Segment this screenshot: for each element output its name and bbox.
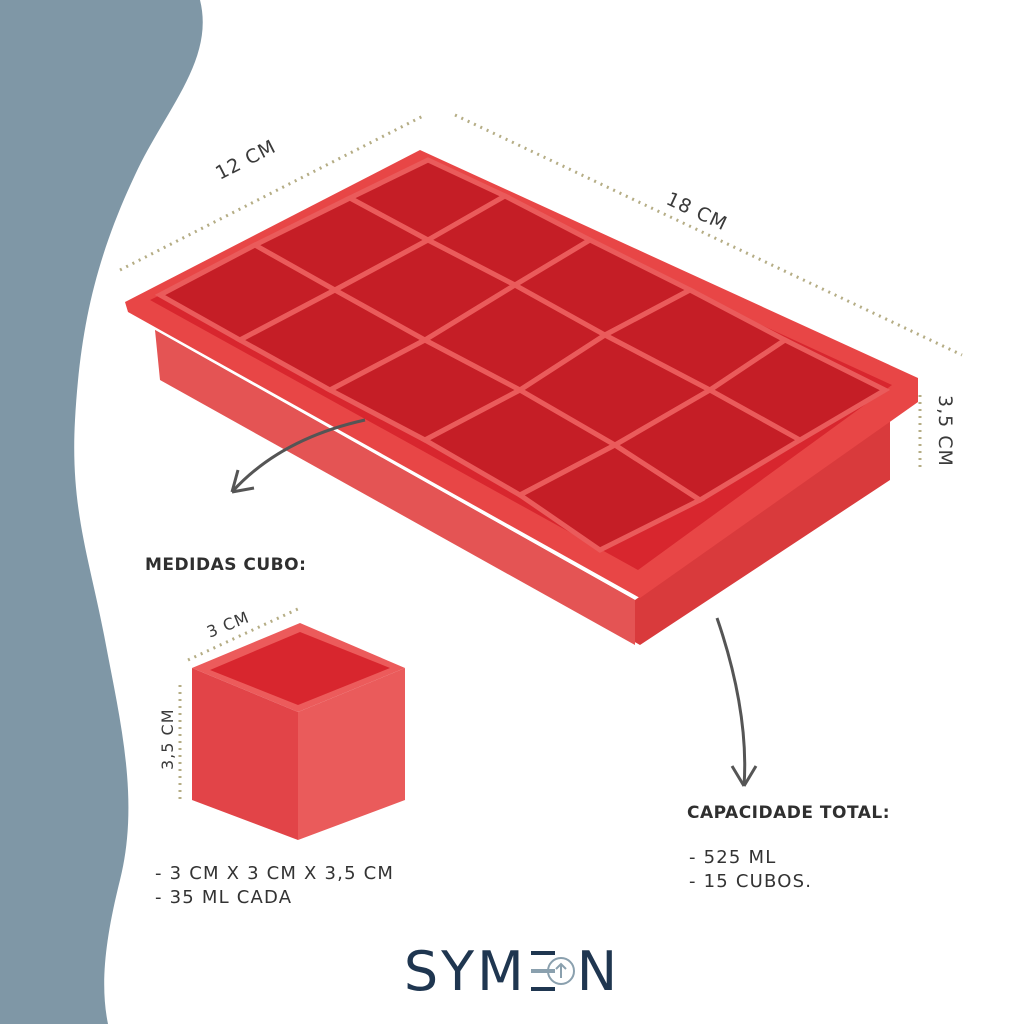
tray-height-label: 3,5 CM <box>934 395 956 467</box>
capacity-spec-line: - 525 ML <box>689 847 777 868</box>
cube-spec-line: - 3 CM X 3 CM X 3,5 CM <box>155 863 395 884</box>
cube-heading: MEDIDAS CUBO: <box>145 555 307 575</box>
capacity-heading: CAPACIDADE TOTAL: <box>687 803 891 823</box>
brand-left: SYM <box>403 939 527 1003</box>
cube-specs: - 3 CM X 3 CM X 3,5 CM - 35 ML CADA <box>155 862 394 910</box>
brand-right: N <box>576 939 621 1003</box>
brand-logo: SYM N <box>0 938 1024 1004</box>
capacity-specs: - 525 ML - 15 CUBOS. <box>689 846 812 894</box>
curved-arrow-left-icon <box>230 418 366 494</box>
cube-height-label: 3,5 CM <box>158 708 177 770</box>
cube-spec-line: - 35 ML CADA <box>155 887 293 908</box>
capacity-spec-line: - 15 CUBOS. <box>689 871 813 892</box>
logo-e-arrow-icon <box>529 944 575 998</box>
curved-arrow-down-icon <box>715 617 747 787</box>
